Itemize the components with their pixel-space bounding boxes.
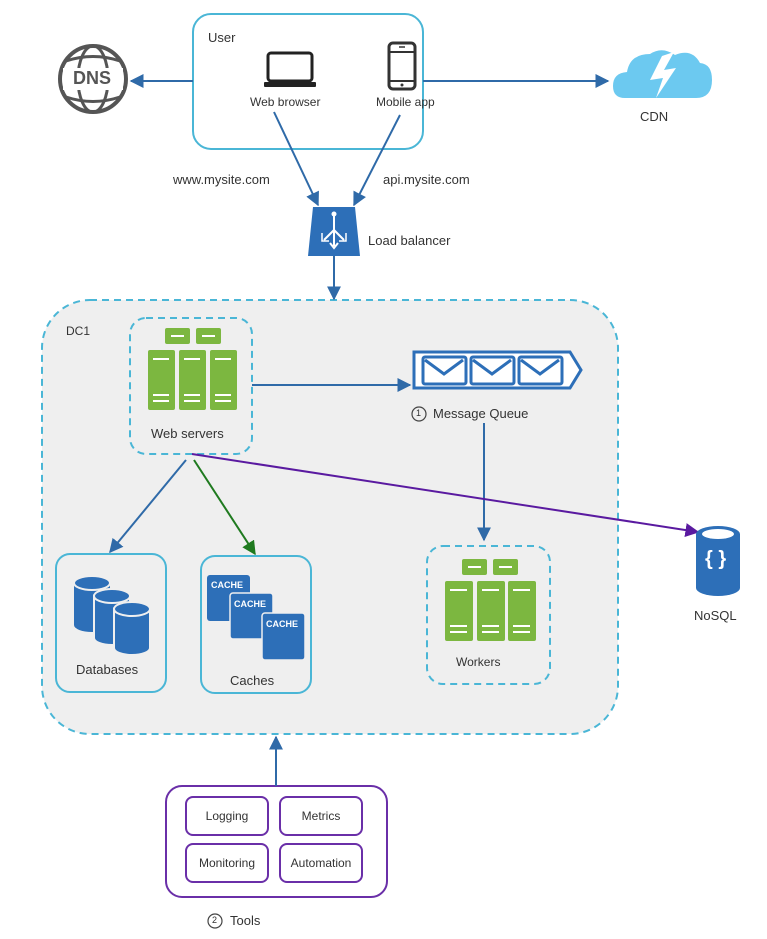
tool-box-metrics <box>279 796 363 836</box>
tool-logging-label: Logging <box>205 809 249 823</box>
workers-icon <box>445 559 536 641</box>
message-queue-icon <box>412 350 583 390</box>
laptop-icon <box>264 51 316 87</box>
dc1-label: DC1 <box>66 324 91 338</box>
dns-globe-icon <box>58 44 128 114</box>
cache-item-label: CACHE <box>266 619 299 629</box>
databases-icon <box>73 575 151 656</box>
arrow-web-to-nosql <box>191 453 700 537</box>
message-queue-label: Message Queue <box>433 406 529 421</box>
mobile-phone-icon <box>387 41 417 91</box>
www-edge-label: www.mysite.com <box>173 172 270 187</box>
message-queue-number: 1 <box>416 408 422 418</box>
tools-label: Tools <box>230 913 261 928</box>
arrow-web-to-databases <box>109 459 187 554</box>
tool-monitoring-label: Monitoring <box>198 856 256 870</box>
tool-box-automation <box>279 843 363 883</box>
caches-label: Caches <box>230 673 275 688</box>
nosql-label: NoSQL <box>694 608 737 623</box>
caches-icon <box>207 575 306 661</box>
workers-label: Workers <box>456 655 501 669</box>
cache-item-label: CACHE <box>234 599 267 609</box>
dns-label: DNS <box>73 68 112 88</box>
databases-box <box>55 553 167 693</box>
api-edge-label: api.mysite.com <box>383 172 470 187</box>
web-servers-label: Web servers <box>151 426 224 441</box>
cdn-label: CDN <box>640 109 669 124</box>
cache-item-label: CACHE <box>211 580 244 590</box>
load-balancer-icon <box>308 207 360 256</box>
workers-box <box>426 545 551 685</box>
web-servers-box <box>129 317 253 455</box>
arrow-browser-to-lb <box>273 111 319 207</box>
arrow-mobile-to-lb <box>353 114 401 207</box>
load-balancer-label: Load balancer <box>368 233 451 248</box>
tool-metrics-label: Metrics <box>301 809 341 823</box>
nosql-glyph: { } <box>705 548 727 570</box>
message-queue-number-circle <box>411 406 427 422</box>
tool-box-monitoring <box>185 843 269 883</box>
cdn-cloud-icon <box>613 50 712 98</box>
databases-label: Databases <box>76 662 139 677</box>
tool-box-logging <box>185 796 269 836</box>
arrow-web-to-caches <box>193 459 256 556</box>
web-browser-label: Web browser <box>250 95 321 109</box>
user-group-label: User <box>208 30 236 45</box>
tool-automation-label: Automation <box>290 856 352 870</box>
nosql-icon <box>696 526 740 596</box>
tools-number: 2 <box>212 915 218 925</box>
mobile-app-label: Mobile app <box>376 95 435 109</box>
tools-number-circle <box>207 913 223 929</box>
web-servers-icon <box>148 328 237 410</box>
caches-box <box>200 555 312 694</box>
